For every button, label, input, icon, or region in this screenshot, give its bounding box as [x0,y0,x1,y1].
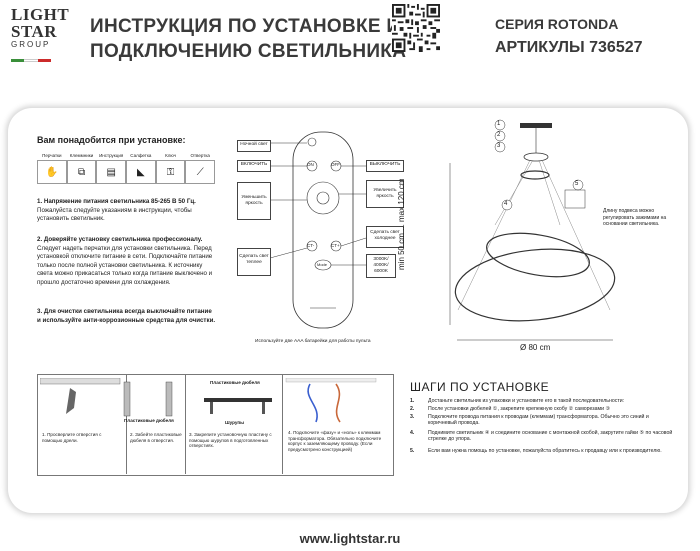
label-night-light: Ночной свет [237,140,271,152]
callout-2: 2 [497,132,501,138]
chandelier-diagram [449,119,616,341]
label-off: ВЫКЛЮЧИТЬ [366,160,404,172]
tool-manual: Инструкция ▤ [96,153,127,184]
label-brightness-down: Уменьшить яркость [237,182,271,220]
note-2-heading: 2. Доверяйте установку светильника профе… [37,236,203,243]
logo-line-2: STAR [11,22,58,41]
article-number: АРТИКУЛЫ 736527 [495,39,643,56]
tool-label: Отвертка [190,153,210,158]
install-step-1: 1. Просверлите отверстия с помощью дрели… [42,432,102,443]
ring-medium [486,232,590,278]
italian-flag-stripe [11,59,51,62]
step-3: 3.Подключите провода питания к проводам … [410,414,649,427]
step-2: 2.После установки дюбелей ①, закрепите к… [410,406,611,412]
steps-title: ШАГИ ПО УСТАНОВКЕ [410,380,550,394]
step-4: 4.Поднимите светильник ④ и соедините осн… [410,430,673,443]
tool-terminals: Клеммники ⧉ [66,153,97,184]
note-2: 2. Доверяйте установку светильника профе… [37,236,217,288]
key-icon: ⚿ [155,160,186,184]
btn-ct-plus-text: CT+ [331,243,340,248]
title-line-2: ПОДКЛЮЧЕНИЮ СВЕТИЛЬНИКА [90,41,407,62]
install-step-2-label: Пластиковые дюбеля [124,418,174,423]
label-on: ВКЛЮЧИТЬ [237,160,271,172]
dowel-icon [123,381,131,417]
gloves-icon: ✋ [37,160,67,184]
tools-row: Перчатки ✋ Клеммники ⧉ Инструкция ▤ Салфетк… [37,153,216,184]
logo-line-1: LIGHT [11,5,70,24]
remote-battery-caption: Используйте две AAA батарейки для работы… [255,339,371,344]
height-dimension: min 50 cm ... max 120 cm [397,178,406,270]
label-brightness-up: Увеличить яркость [366,180,404,208]
brown-wire-icon [335,383,341,423]
note-3: 3. Для очистки светильника всегда выключ… [37,308,216,324]
title-line-1: ИНСТРУКЦИЯ ПО УСТАНОВКЕ И [90,16,401,37]
label-warmer: Сделать свет теплее [237,248,271,276]
install-step-4: 4. Подключите «фазу» и «ноль» к клеммам … [288,430,382,452]
btn-mode-text: Mode [317,262,328,267]
tool-label: Инструкция [99,153,124,158]
callout-5: 5 [575,181,579,187]
note-2-text: Следует надеть перчатки для установки св… [37,244,213,286]
btn-off-text: OFF [331,162,340,167]
mounting-bracket [520,123,552,128]
tool-label: Клеммники [69,153,94,158]
adjust-note: Длину подвеса можно регулировать зажимам… [603,208,667,227]
step-5: 5.Если вам нужна помощь по установке, по… [410,448,662,454]
tool-screwdriver: Отвертка ⟋ [185,153,216,184]
adjust-clamp-detail [564,189,586,209]
website-url[interactable]: www.lightstar.ru [299,531,401,546]
label-color-temps: 3000K/ 4000K/ 6000K [366,254,396,278]
qr-code [392,4,440,52]
install-step-3: 3. Закрепите установочную пластину с пом… [189,432,272,449]
step-1: 1.Достаньте светильник из упаковки и уст… [410,398,625,404]
page-title: ИНСТРУКЦИЯ ПО УСТАНОВКЕ И ПОДКЛЮЧЕНИЮ СВ… [90,14,406,64]
series-name: СЕРИЯ ROTONDA [495,16,619,32]
diameter-dimension: Ø 80 cm [520,343,551,352]
callout-1: 1 [497,121,501,127]
canopy [523,152,549,162]
logo-line-3: GROUP [11,40,51,49]
note-1: 1. Напряжение питания светильника 85-265… [37,198,217,224]
blue-wire-icon [307,383,318,423]
install-drawings [40,378,377,423]
callout-3: 3 [497,143,501,149]
screwdriver-icon: ⟋ [185,160,216,184]
drill-icon [66,388,76,414]
ring-small [520,170,550,180]
btn-ct-minus-text: CT- [307,243,315,248]
install-illustrations [37,374,394,476]
mounting-plate-icon [204,398,272,402]
note-1-text: Пожалуйста следуйте указаниям в инструкц… [37,206,192,223]
night-light-button [307,137,317,147]
brand-logo: LIGHT STAR GROUP [11,5,70,49]
install-step-3-screws: Шурупы [225,420,245,425]
remote-diagram [269,131,367,329]
ct-minus-button [306,240,318,252]
remote-body [292,131,354,329]
tool-napkin: Салфетка ◣ [126,153,156,184]
btn-on-text: ON [307,162,314,167]
tool-label: Салфетка [130,153,152,158]
tool-label: Перчатки [42,153,62,158]
tool-label: Ключ [165,153,176,158]
terminals-icon: ⧉ [66,160,97,184]
note-1-heading: 1. Напряжение питания светильника 85-265… [37,198,196,205]
ring-large [454,248,616,322]
label-colder: Сделать свет холоднее [366,226,404,248]
callout-4: 4 [504,201,508,207]
tool-gloves: Перчатки ✋ [37,153,67,184]
manual-icon: ▤ [96,160,127,184]
install-step-3-label: Пластиковые дюбеля [210,380,260,385]
tools-title: Вам понадобится при установке: [37,135,186,145]
tool-key: Ключ ⚿ [155,153,186,184]
napkin-icon: ◣ [126,160,156,184]
install-step-2: 2. Забейте пластиковые дюбеля в отверсти… [130,432,182,443]
